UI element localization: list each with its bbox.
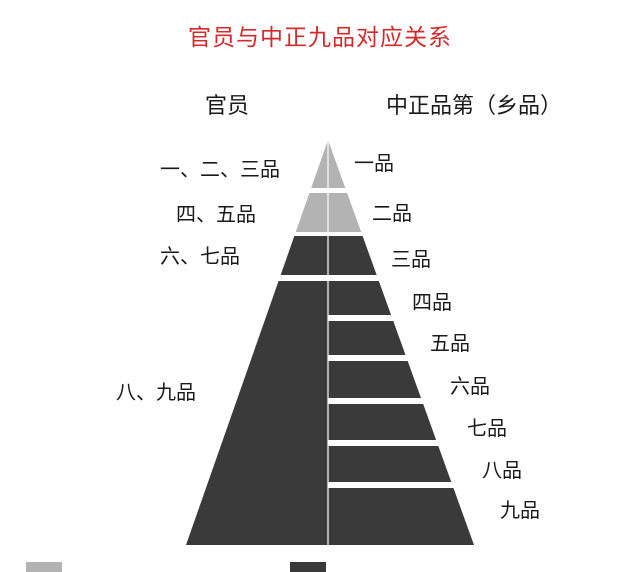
zhongzheng-rank-6: 六品 — [450, 374, 490, 398]
official-band-4 — [186, 281, 328, 545]
zhongzheng-rank-2: 二品 — [372, 201, 412, 225]
diagram-title: 官员与中正九品对应关系 — [188, 25, 452, 51]
official-rank-6-7: 六、七品 — [160, 244, 240, 268]
zhongzheng-band-5 — [328, 321, 406, 355]
zhongzheng-rank-5: 五品 — [430, 331, 470, 355]
official-rank-8-9: 八、九品 — [116, 380, 196, 404]
official-band-2 — [295, 193, 328, 232]
zhongzheng-rank-3: 三品 — [391, 247, 431, 271]
official-rank-4-5: 四、五品 — [176, 202, 256, 226]
zhongzheng-band-9 — [328, 488, 474, 545]
official-band-1 — [311, 140, 328, 188]
zhongzheng-band-4 — [328, 281, 392, 315]
zhongzheng-band-6 — [328, 361, 422, 398]
zhongzheng-band-7 — [328, 404, 437, 440]
official-band-3 — [280, 236, 328, 275]
right-column-header: 中正品第（乡品） — [386, 94, 563, 119]
legend-swatch-light — [26, 562, 62, 572]
zhongzheng-band-3 — [328, 236, 377, 275]
zhongzheng-rank-9: 九品 — [500, 498, 540, 522]
zhongzheng-rank-1: 一品 — [354, 151, 394, 175]
legend-swatch-dark — [290, 562, 326, 572]
zhongzheng-band-2 — [328, 193, 362, 232]
zhongzheng-band-8 — [328, 446, 452, 482]
zhongzheng-band-1 — [328, 140, 346, 188]
left-column-header: 官员 — [205, 94, 250, 119]
official-rank-1-3: 一、二、三品 — [160, 157, 280, 181]
zhongzheng-rank-8: 八品 — [482, 458, 522, 482]
zhongzheng-rank-4: 四品 — [412, 290, 452, 314]
zhongzheng-rank-7: 七品 — [467, 416, 507, 440]
